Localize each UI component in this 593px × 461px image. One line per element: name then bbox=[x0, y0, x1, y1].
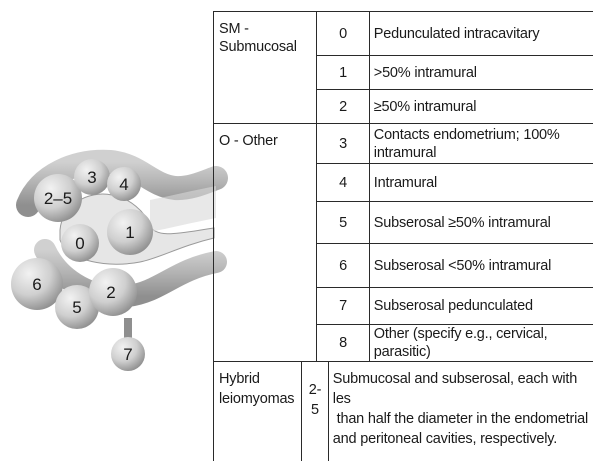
description-cell: Contacts endometrium; 100% intramural bbox=[368, 123, 593, 164]
fibroid-7: 7 bbox=[111, 337, 145, 371]
code-cell: 2-5 bbox=[301, 361, 329, 461]
fibroid-6: 6 bbox=[11, 258, 63, 310]
description-cell: Other (specify e.g., cervical, parasitic… bbox=[368, 324, 593, 362]
fibroid-2-5: 2–5 bbox=[34, 174, 82, 222]
svg-text:2–5: 2–5 bbox=[44, 189, 72, 208]
code-cell: 3 bbox=[316, 123, 370, 164]
description-cell: Pedunculated intracavitary bbox=[368, 11, 593, 56]
table-row: 6 Subserosal <50% intramural bbox=[214, 243, 593, 288]
svg-text:5: 5 bbox=[72, 298, 81, 317]
svg-text:3: 3 bbox=[87, 168, 96, 187]
code-cell: 6 bbox=[316, 243, 370, 288]
description-cell: Submucosal and subserosal, each with les… bbox=[327, 361, 593, 461]
svg-text:0: 0 bbox=[75, 234, 84, 253]
table-row: 1 >50% intramural bbox=[214, 55, 593, 90]
table-row: SM - Submucosal 0 Pedunculated intracavi… bbox=[212, 11, 593, 124]
code-cell: 8 bbox=[316, 324, 370, 362]
code-cell: 2 bbox=[316, 89, 370, 124]
svg-text:4: 4 bbox=[119, 175, 128, 194]
description-cell: Subserosal ≥50% intramural bbox=[368, 201, 593, 244]
pedicle-7 bbox=[124, 318, 132, 340]
table-row: 7 Subserosal pedunculated bbox=[214, 287, 593, 325]
code-cell: 4 bbox=[316, 163, 370, 202]
fibroid-5: 5 bbox=[55, 285, 99, 329]
table-row: O - Other 3 Contacts endometrium; 100% i… bbox=[212, 123, 593, 362]
hybrid-desc-line2: than half the diameter in the endometria… bbox=[332, 411, 589, 427]
description-cell: ≥50% intramural bbox=[368, 89, 593, 124]
svg-text:7: 7 bbox=[123, 345, 132, 364]
description-cell: Subserosal pedunculated bbox=[368, 287, 593, 325]
table-row: 8 Other (specify e.g., cervical, parasit… bbox=[214, 324, 593, 362]
code-cell: 1 bbox=[316, 55, 370, 90]
table-row: 2 ≥50% intramural bbox=[214, 89, 593, 124]
group-other: O - Other bbox=[212, 123, 318, 362]
table-row: 5 Subserosal ≥50% intramural bbox=[214, 201, 593, 244]
classification-table: SM - Submucosal 0 Pedunculated intracavi… bbox=[212, 11, 593, 362]
description-cell: Intramural bbox=[368, 163, 593, 202]
group-submucosal: SM - Submucosal bbox=[212, 11, 318, 124]
description-cell: >50% intramural bbox=[368, 55, 593, 90]
hybrid-desc-line3: and peritoneal cavities, respectively. bbox=[332, 431, 558, 447]
group-hybrid: Hybrid leiomyomas bbox=[212, 361, 303, 461]
svg-text:2: 2 bbox=[106, 283, 115, 302]
description-cell: Subserosal <50% intramural bbox=[368, 243, 593, 288]
cervix bbox=[150, 186, 216, 232]
svg-text:1: 1 bbox=[125, 223, 134, 242]
fibroid-2: 2 bbox=[89, 268, 137, 316]
fibroid-1: 1 bbox=[107, 209, 153, 255]
code-cell: 5 bbox=[316, 201, 370, 244]
fibroid-4: 4 bbox=[107, 167, 141, 201]
hybrid-table: Hybrid leiomyomas 2-5 Submucosal and sub… bbox=[212, 361, 593, 461]
code-cell: 0 bbox=[316, 11, 370, 56]
code-cell: 7 bbox=[316, 287, 370, 325]
hybrid-desc-line1: Submucosal and subserosal, each with les bbox=[332, 371, 578, 407]
table-row: Hybrid leiomyomas 2-5 Submucosal and sub… bbox=[212, 361, 593, 461]
hybrid-label-line2: leiomyomas bbox=[219, 391, 295, 407]
svg-text:6: 6 bbox=[32, 275, 41, 294]
table-row: 4 Intramural bbox=[214, 163, 593, 202]
fibroid-3: 3 bbox=[74, 159, 110, 195]
hybrid-label-line1: Hybrid bbox=[219, 371, 260, 387]
fibroid-0: 0 bbox=[61, 224, 99, 262]
